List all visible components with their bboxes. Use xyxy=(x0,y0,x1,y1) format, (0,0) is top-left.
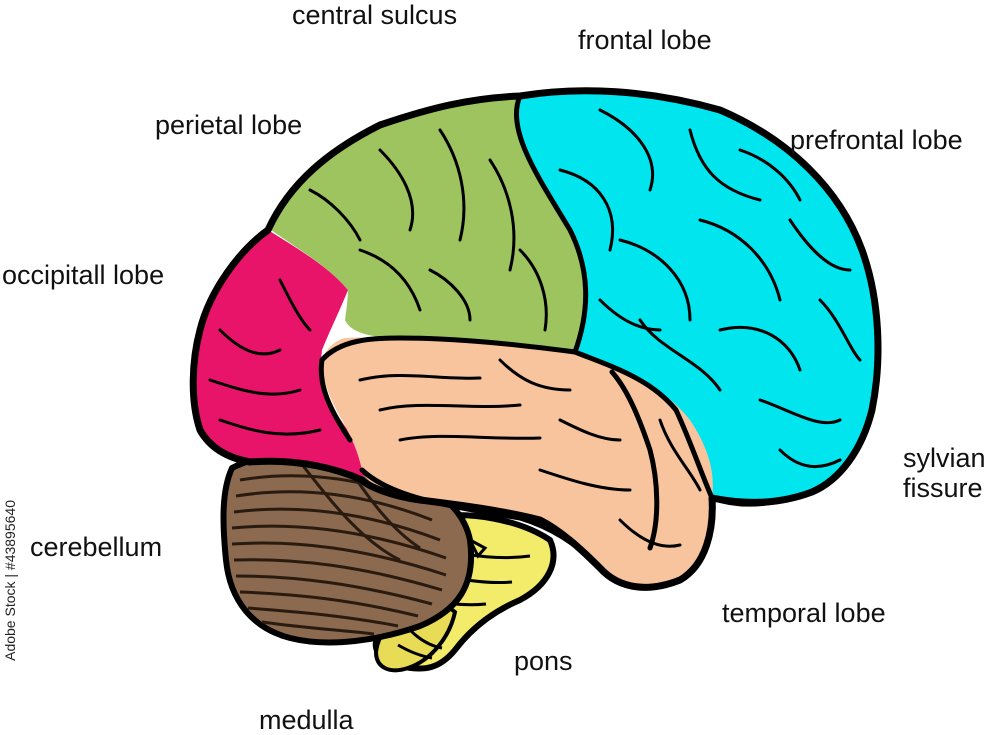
label-medulla: medulla xyxy=(259,705,354,735)
label-fissure: fissure xyxy=(903,473,983,504)
label-occipitall-lobe: occipitall lobe xyxy=(2,260,165,290)
region-boundaries xyxy=(318,93,803,571)
occipital-lobe-region xyxy=(193,230,366,480)
label-sylvian: sylvian xyxy=(903,443,986,473)
label-prefrontal-lobe: prefrontal lobe xyxy=(790,125,963,155)
gyri-lines xyxy=(208,108,862,548)
label-frontal-lobe: frontal lobe xyxy=(578,25,712,55)
frontal-lobe-region xyxy=(516,90,878,503)
label-perietal-lobe: perietal lobe xyxy=(155,110,303,140)
label-cerebellum: cerebellum xyxy=(30,532,163,562)
label-sylvian-fissure: sylvian fissure xyxy=(903,443,986,503)
temporal-lobe-region xyxy=(322,337,713,588)
cerebrum-outline xyxy=(189,87,882,591)
stock-watermark: Adobe Stock | #43895640 xyxy=(2,500,18,661)
label-temporal-lobe: temporal lobe xyxy=(722,598,886,628)
parietal-lobe-region xyxy=(268,96,586,352)
label-central-sulcus: central sulcus xyxy=(292,0,458,30)
label-pons: pons xyxy=(514,646,573,676)
